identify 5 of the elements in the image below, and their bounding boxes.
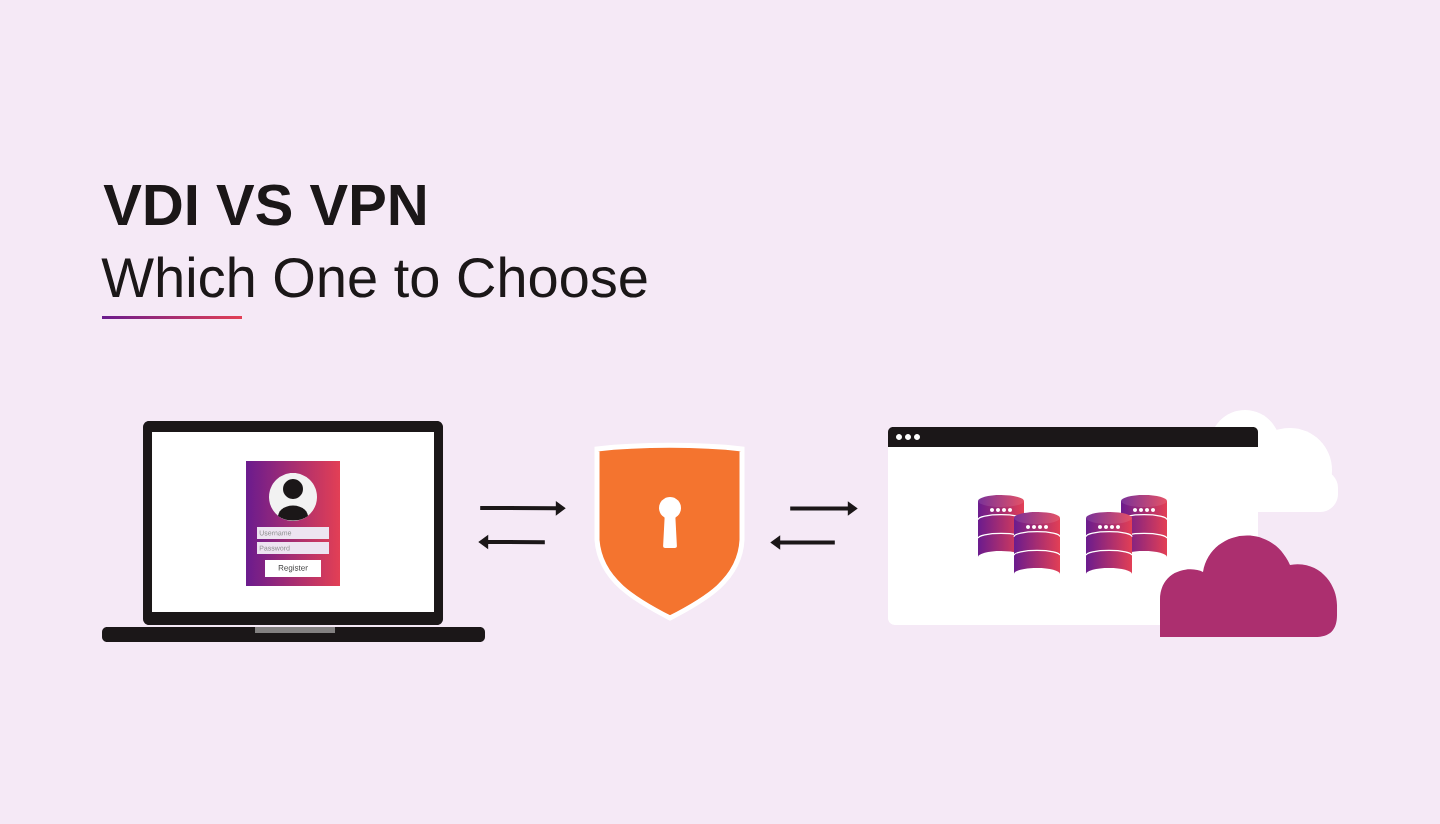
server-window-drawing bbox=[888, 410, 1338, 637]
register-button: Register bbox=[265, 560, 321, 577]
subtitle: Which One to Choose bbox=[101, 256, 647, 298]
laptop-drawing bbox=[102, 421, 485, 642]
title: VDI VS VPN bbox=[103, 184, 425, 226]
